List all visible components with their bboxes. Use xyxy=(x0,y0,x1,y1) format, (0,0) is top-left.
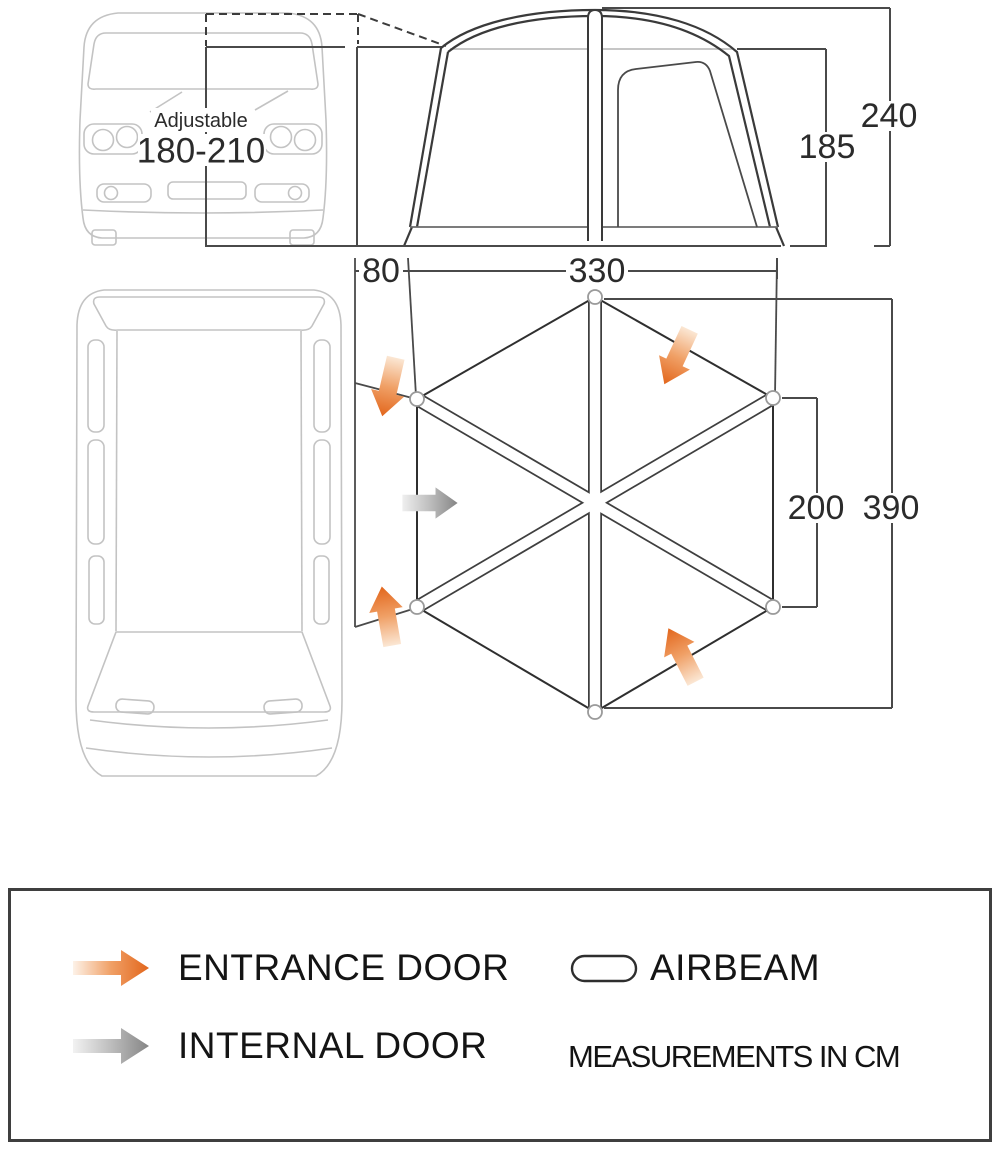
van-top-hood-line xyxy=(89,719,329,729)
legend-box: ENTRANCE DOOR AIRBEAM INTERNAL DOOR MEAS… xyxy=(8,888,992,1142)
van-front-vent-right xyxy=(254,183,310,203)
inner-height-value: 185 xyxy=(799,128,856,166)
adjustable-range-value: 180-210 xyxy=(137,132,265,171)
van-top-front-line xyxy=(85,747,333,758)
van-top-window-left-2 xyxy=(87,439,105,545)
van-front-wiper-right xyxy=(254,90,289,111)
dimension-80-330: 80 330 xyxy=(355,252,778,290)
internal-door-arrow xyxy=(402,487,458,519)
awning-side-view xyxy=(205,8,890,247)
van-front-windshield xyxy=(87,32,319,90)
van-top-view xyxy=(75,289,343,777)
dimension-185: 185 xyxy=(737,48,857,246)
van-top-window-right-2 xyxy=(313,439,331,545)
van-top-roof-right-edge xyxy=(300,330,303,632)
van-front-view xyxy=(78,12,328,246)
airbeam-rods xyxy=(410,290,780,719)
entrance-door-arrow-icon xyxy=(73,950,149,986)
internal-door-arrow-icon xyxy=(73,1028,149,1064)
van-top-rear-window xyxy=(92,296,326,331)
cowl-depth-value: 80 xyxy=(362,252,400,290)
entrance-door-arrow-bottom-left xyxy=(365,583,409,649)
airbeam-label: AIRBEAM xyxy=(650,947,821,988)
adjustable-dimension: Adjustable 180-210 xyxy=(137,47,266,246)
dimension-200: 200 xyxy=(782,397,848,608)
van-top-roof-left-edge xyxy=(115,330,118,632)
airbeam-icon xyxy=(570,954,638,983)
internal-door-label: INTERNAL DOOR xyxy=(178,1025,488,1066)
connection-dashed-lines xyxy=(205,13,447,47)
front-airbeam-inner xyxy=(415,51,450,228)
dimension-240: 240 xyxy=(602,7,919,246)
van-front-bumper xyxy=(82,209,324,214)
entrance-door-arrow-bottom-right xyxy=(653,620,711,690)
van-front-vent-left xyxy=(96,183,152,203)
inner-depth-value: 200 xyxy=(788,489,845,527)
van-top-window-right-3 xyxy=(313,555,330,625)
dimension-390: 390 xyxy=(604,298,923,709)
van-top-light-left xyxy=(115,698,155,715)
airbeam-diagonal-2 xyxy=(411,392,779,613)
pole-nodes xyxy=(409,289,781,720)
entrance-door-label: ENTRANCE DOOR xyxy=(178,947,510,988)
van-front-headlight-right xyxy=(263,123,323,155)
adjustable-label: Adjustable xyxy=(154,110,247,132)
measurements-note: MEASUREMENTS IN CM xyxy=(568,1039,901,1074)
total-depth-value: 390 xyxy=(863,489,920,527)
van-top-window-right-1 xyxy=(313,339,331,433)
diagram-canvas: Adjustable 180-210 185 240 80 330 xyxy=(75,7,923,777)
width-value: 330 xyxy=(569,252,626,290)
center-airbeam xyxy=(587,8,603,241)
van-top-window-left-1 xyxy=(87,339,105,433)
front-airbeam-outer xyxy=(408,47,443,228)
van-top-windshield xyxy=(86,631,332,713)
van-top-light-right xyxy=(263,698,303,715)
side-door-outline xyxy=(617,61,758,228)
van-top-window-left-3 xyxy=(88,555,105,625)
awning-floor-plan: 80 330 xyxy=(354,252,923,720)
van-top-body xyxy=(75,289,343,777)
outer-height-value: 240 xyxy=(861,97,918,135)
